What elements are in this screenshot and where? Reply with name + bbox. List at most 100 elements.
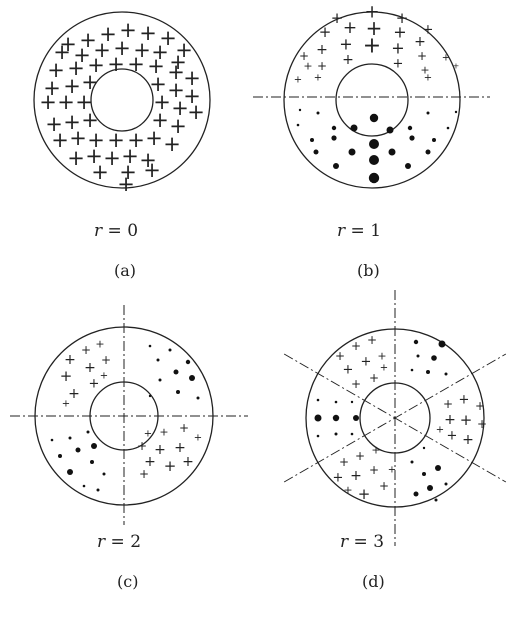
panel-a-plus-mark: + bbox=[107, 52, 125, 76]
panel-b-dot-mark: • bbox=[426, 111, 430, 115]
panel-b-dot-mark: • bbox=[407, 125, 413, 131]
panel-b-plus-mark: + bbox=[417, 49, 427, 63]
panel-c-dot-mark: • bbox=[185, 359, 191, 365]
panel-b-plus-mark: + bbox=[342, 52, 354, 68]
panel-a-plus-mark: + bbox=[53, 40, 71, 64]
panel-a-plus-mark: + bbox=[167, 60, 185, 84]
panel-b-dot-mark: • bbox=[348, 148, 356, 156]
panel-d-dot-mark: • bbox=[435, 465, 441, 471]
panel-a-plus-mark: + bbox=[87, 128, 105, 152]
panel-a-outer-circle bbox=[33, 11, 211, 189]
panel-a-plus-mark: + bbox=[75, 90, 93, 114]
panel-a-plus-mark: + bbox=[47, 58, 65, 82]
panel-c-plus-mark: + bbox=[174, 440, 186, 456]
panel-a-plus-mark: + bbox=[151, 108, 169, 132]
panel-a-plus-mark: + bbox=[87, 53, 105, 77]
panel-b-plus-mark: + bbox=[391, 39, 404, 58]
panel-c-dot-mark: • bbox=[102, 472, 106, 476]
panel-c-plus-mark: + bbox=[144, 454, 156, 470]
panel-a-plus-mark: + bbox=[79, 28, 97, 52]
panel-c-dot-mark: • bbox=[196, 396, 200, 400]
panel-d-plus-mark: + bbox=[367, 333, 377, 347]
panel-a-plus-mark: + bbox=[169, 114, 187, 138]
panel-d-plus-mark: + bbox=[343, 484, 352, 497]
panel-b-dot-mark: • bbox=[409, 135, 415, 141]
panel-b-plus-mark: + bbox=[317, 59, 327, 73]
panel-b-plus-mark: + bbox=[366, 16, 383, 40]
panel-b-dot-mark: • bbox=[298, 108, 302, 112]
panel-a-plus-mark: + bbox=[187, 100, 205, 124]
panel-b-variable: r bbox=[337, 221, 346, 241]
panel-d-plus-mark: + bbox=[351, 377, 361, 391]
panel-d-dot-mark: • bbox=[413, 339, 419, 345]
panel-c-dot-mark: • bbox=[158, 378, 162, 382]
panel-d-plus-mark: + bbox=[475, 399, 485, 413]
panel-b-plus-mark: + bbox=[303, 60, 312, 73]
panel-a-plus-mark: + bbox=[183, 84, 201, 108]
panel-c-dot-mark: • bbox=[96, 488, 100, 492]
panel-c-plus-mark: + bbox=[139, 467, 149, 481]
panel-b-plus-mark: + bbox=[294, 75, 302, 86]
panel-a-plus-mark: + bbox=[81, 108, 99, 132]
panel-a-plus-mark: + bbox=[119, 18, 137, 42]
panel-d-dot-mark: • bbox=[422, 472, 426, 476]
panel-d-dot-mark: • bbox=[353, 415, 359, 421]
panel-d-plus-mark: + bbox=[350, 468, 362, 484]
panel-c-dot-mark: • bbox=[58, 454, 62, 458]
panel-a-plus-mark: + bbox=[139, 21, 157, 45]
panel-d-dot-mark: • bbox=[316, 398, 320, 402]
panel-c-plus-mark: + bbox=[182, 454, 194, 470]
panel-b-dot-mark: • bbox=[331, 135, 337, 141]
panel-c-dot-mark: • bbox=[86, 430, 90, 434]
panel-a-plus-mark: + bbox=[117, 172, 135, 196]
panel-a-plus-mark: + bbox=[59, 32, 77, 56]
panel-b-dot-mark: • bbox=[368, 172, 380, 184]
panel-a-plus-mark: + bbox=[63, 110, 81, 134]
panel-d-plus-mark: + bbox=[443, 397, 453, 411]
panel-c-plus-mark: + bbox=[60, 367, 73, 385]
panel-a-sublabel: (a) bbox=[114, 261, 137, 280]
panel-c-equation: r = 2 bbox=[97, 532, 141, 552]
panel-a-value: = 0 bbox=[102, 221, 139, 241]
panel-c-plus-mark: + bbox=[154, 442, 166, 458]
panel-a-plus-mark: + bbox=[103, 146, 121, 170]
panel-a-plus-mark: + bbox=[99, 22, 117, 46]
panel-b-inner-circle bbox=[335, 63, 409, 137]
panel-b-plus-mark: + bbox=[316, 42, 328, 58]
panel-a-plus-mark: + bbox=[147, 54, 165, 78]
panel-b-dot-mark: • bbox=[369, 139, 379, 149]
panel-d-dot-mark: • bbox=[350, 432, 354, 436]
panel-c-dot-mark: • bbox=[156, 358, 160, 362]
panel-b-dot-mark: • bbox=[350, 124, 358, 132]
panel-c-plus-mark: + bbox=[137, 439, 147, 453]
panel-a-plus-mark: + bbox=[85, 144, 103, 168]
panel-a-plus-mark: + bbox=[51, 128, 69, 152]
panel-a-plus-mark: + bbox=[167, 78, 185, 102]
panel-b-plus-mark: + bbox=[343, 18, 357, 38]
panel-c-dot-mark: • bbox=[91, 443, 97, 449]
panel-b-sublabel: (b) bbox=[357, 261, 380, 280]
panel-d-dot-mark: • bbox=[350, 400, 354, 404]
panel-d-plus-mark: + bbox=[369, 463, 379, 477]
panel-a-plus-mark: + bbox=[127, 128, 145, 152]
panel-a-plus-mark: + bbox=[93, 38, 111, 62]
panel-b-plus-mark: + bbox=[453, 62, 460, 71]
panel-d-plus-mark: + bbox=[333, 471, 344, 486]
panel-c-plus-mark: + bbox=[164, 457, 177, 475]
panel-b-dot-mark: • bbox=[333, 163, 339, 169]
panel-c-dot-mark: • bbox=[68, 436, 72, 440]
panel-b-dot-mark: • bbox=[454, 110, 458, 114]
panel-b-plus-mark: + bbox=[396, 9, 409, 27]
panel-c-dot-mark: • bbox=[67, 469, 73, 475]
panel-c-dot-mark: • bbox=[168, 348, 172, 352]
panel-b-value: = 1 bbox=[345, 221, 382, 241]
panel-d-equation: r = 3 bbox=[340, 532, 384, 552]
panel-b-plus-mark: + bbox=[364, 2, 379, 23]
panel-c-dot-mark: • bbox=[90, 460, 94, 464]
panel-d-plus-mark: + bbox=[339, 455, 349, 469]
panel-d-dot-mark: • bbox=[416, 354, 420, 358]
panel-d-dot-mark: • bbox=[434, 498, 438, 502]
panel-d-dot-mark: • bbox=[438, 340, 446, 348]
panel-d-dot-mark: • bbox=[427, 485, 433, 491]
panel-d-plus-mark: + bbox=[459, 393, 470, 408]
